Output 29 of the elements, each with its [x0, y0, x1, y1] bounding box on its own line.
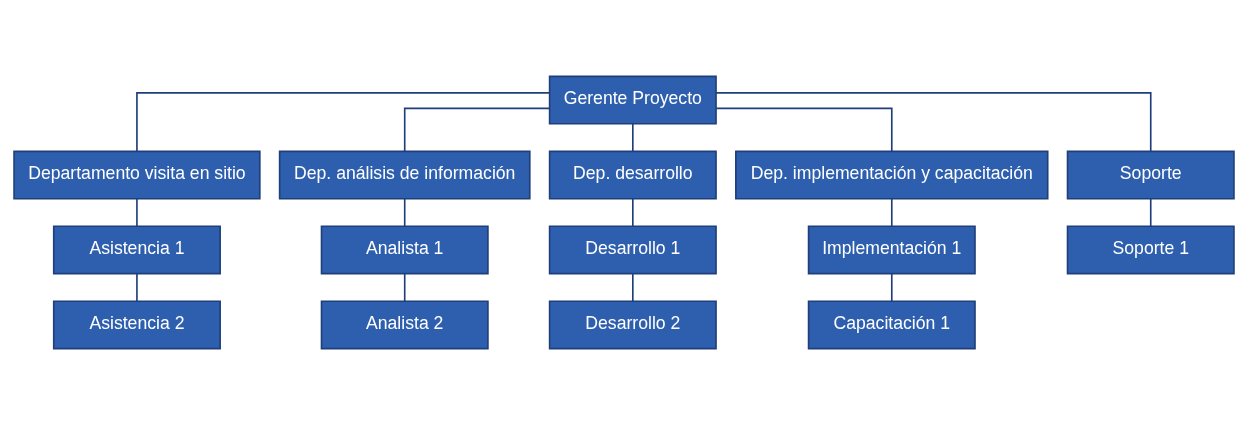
- connector: [403, 107, 551, 152]
- node-box: Departamento visita en sitio: [13, 150, 261, 200]
- connector: [403, 272, 406, 302]
- node-box: Soporte: [1066, 150, 1235, 200]
- connector: [136, 91, 551, 152]
- node-box: Asistencia 1: [52, 224, 221, 274]
- node-box: Dep. implementación y capacitación: [735, 150, 1049, 200]
- connector: [136, 197, 138, 227]
- connector: [632, 122, 634, 152]
- connector: [715, 107, 893, 152]
- node-box: Gerente Proyecto: [548, 75, 717, 125]
- connector: [632, 197, 634, 227]
- connector: [403, 197, 406, 227]
- connector: [136, 272, 138, 302]
- node-box: Desarrollo 2: [548, 299, 717, 349]
- node-box: Dep. análisis de información: [278, 150, 531, 200]
- node-box: Soporte 1: [1066, 224, 1235, 274]
- node-box: Dep. desarrollo: [548, 150, 717, 200]
- connector: [890, 197, 893, 227]
- node-box: Implementación 1: [807, 224, 976, 274]
- connector: [1149, 197, 1152, 227]
- node-box: Asistencia 2: [52, 299, 221, 349]
- node-box: Desarrollo 1: [548, 224, 717, 274]
- connector: [632, 272, 634, 302]
- connector: [890, 272, 893, 302]
- connector: [715, 91, 1152, 152]
- node-box: Capacitación 1: [807, 299, 976, 349]
- node-box: Analista 1: [320, 224, 489, 274]
- node-box: Analista 2: [320, 299, 489, 349]
